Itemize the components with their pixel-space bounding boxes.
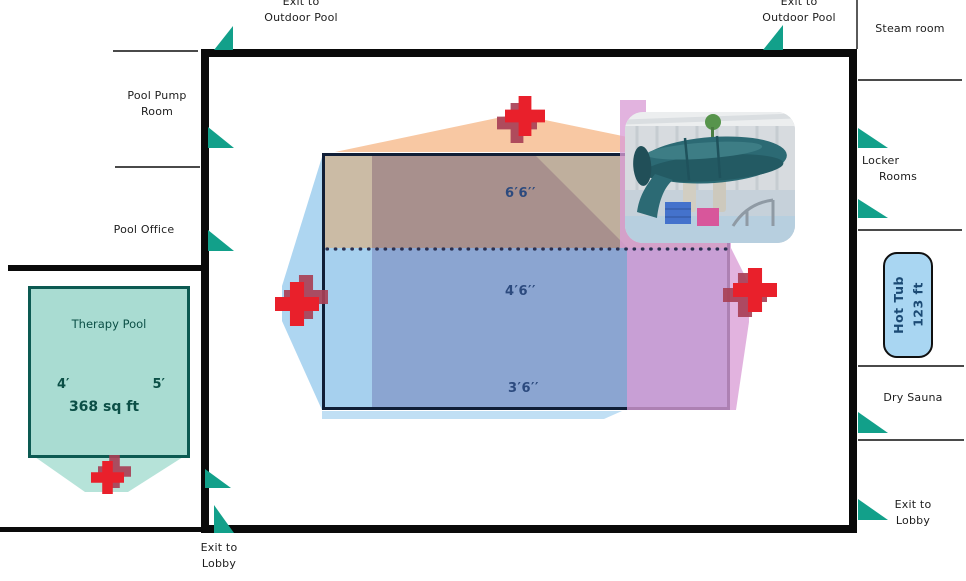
label-exit-outdoor-pool-right: Exit to Outdoor Pool [744, 0, 854, 26]
divider-steam-room [858, 79, 962, 81]
label-steam-room: Steam room [875, 22, 945, 35]
pool-depth-shallow: 3′6′′ [508, 381, 539, 396]
label-exit-outdoor-pool-left: Exit to Outdoor Pool [246, 0, 356, 26]
label-line: Exit to [780, 0, 818, 8]
therapy-pool-title: Therapy Pool [71, 317, 147, 331]
therapy-pool: Therapy Pool 4′ 5′ 368 sq ft [28, 286, 190, 458]
label-line: Lobby [895, 513, 931, 527]
pool-deep-left-strip [322, 153, 372, 248]
steam-room-wall-line [856, 0, 858, 49]
divider-dry-sauna [858, 439, 964, 441]
hot-tub: Hot Tub 123 ft [883, 252, 933, 358]
therapy-room-top-wall [8, 265, 201, 271]
therapy-room-bottom-wall [0, 527, 201, 532]
label-pool-office: Pool Office [113, 223, 175, 236]
label-line: Lobby [201, 556, 237, 570]
divider-pump-room-top [113, 50, 198, 52]
therapy-pool-depth-left: 4′ [57, 377, 70, 392]
hot-tub-name: Hot Tub [890, 276, 906, 334]
label-line: Pool Pump [127, 89, 187, 102]
label-line: Room [140, 104, 174, 118]
therapy-pool-area: 368 sq ft [68, 399, 140, 415]
label-dry-sauna: Dry Sauna [883, 391, 943, 404]
hot-tub-size: 123 ft [910, 282, 925, 328]
pool-depth-mid: 4′6′′ [505, 284, 536, 299]
label-exit-lobby-right: Exit to Lobby [878, 497, 948, 529]
first-aid-cross-left [275, 275, 328, 326]
water-slide-photo [625, 112, 795, 243]
label-line: Exit to [894, 498, 932, 511]
pool-depth-deep: 6′6′′ [505, 186, 536, 201]
label-locker-rooms: Locker Rooms [860, 153, 938, 185]
label-line: Rooms [879, 169, 918, 183]
divider-hot-tub [858, 365, 964, 367]
coverage-fan-left-spill [322, 411, 622, 419]
pool-deep-shaded [372, 153, 628, 248]
label-line: Outdoor Pool [264, 10, 338, 24]
coverage-fan-right [627, 248, 749, 410]
first-aid-cross-right [723, 268, 777, 317]
main-room-wall [201, 49, 857, 533]
label-line: Locker [862, 154, 900, 167]
divider-locker-rooms [858, 229, 962, 231]
label-line: Exit to [282, 0, 320, 8]
first-aid-cross-therapy [91, 455, 131, 494]
label-exit-lobby-bottom: Exit to Lobby [179, 540, 259, 572]
first-aid-cross-top [497, 96, 545, 143]
label-line: Exit to [200, 541, 238, 554]
therapy-pool-depth-right: 5′ [152, 377, 165, 392]
water-slide-illustration [625, 112, 795, 243]
label-line: Outdoor Pool [762, 10, 836, 24]
hot-tub-label: Hot Tub 123 ft [889, 276, 928, 334]
pool-shallow-left-strip [322, 248, 372, 410]
label-pool-pump-room: Pool Pump Room [112, 88, 202, 120]
divider-pump-room-bottom [115, 166, 200, 168]
